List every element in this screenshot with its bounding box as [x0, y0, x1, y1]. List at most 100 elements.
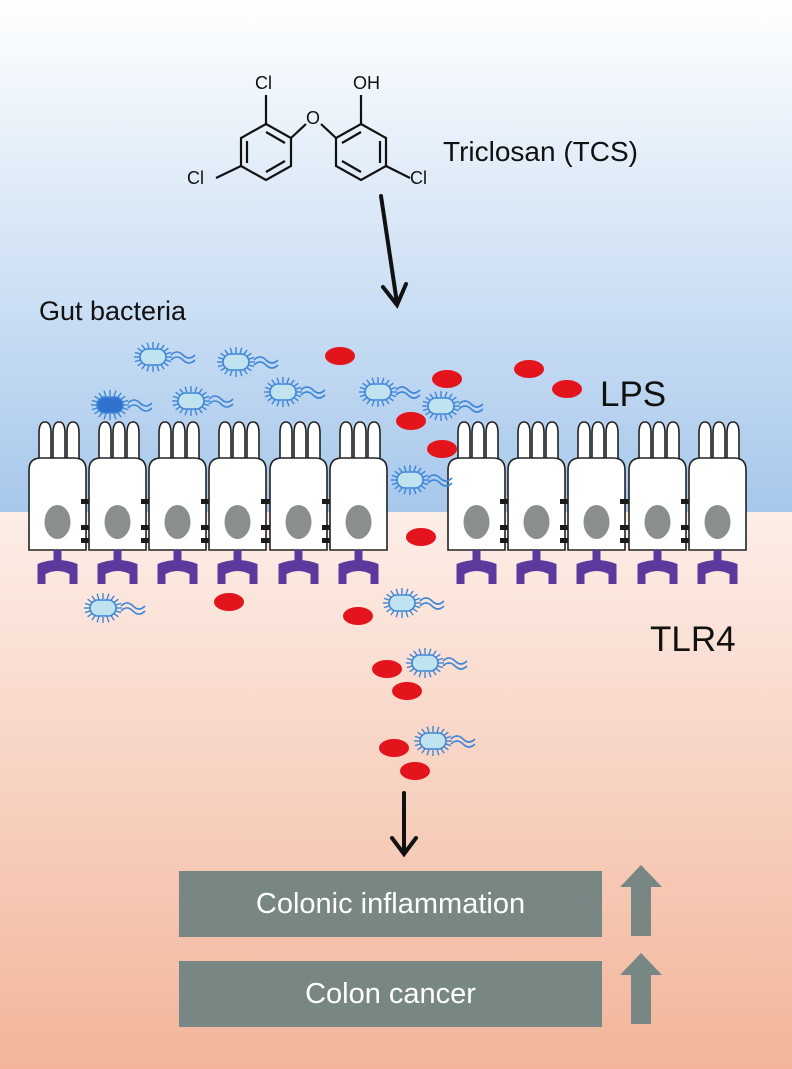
molecule-name: Triclosan (TCS) [443, 136, 638, 167]
tight-junction [81, 499, 94, 504]
tight-junction [141, 499, 154, 504]
atom-label-cl: Cl [187, 168, 204, 188]
tight-junction [681, 538, 694, 543]
lps-molecule [372, 660, 402, 678]
tlr4-receptor [576, 550, 617, 584]
tlr4-receptor [456, 550, 497, 584]
tight-junction [81, 538, 94, 543]
lps-molecule [396, 412, 426, 430]
tlr4-receptor [338, 550, 379, 584]
lps-molecule [432, 370, 462, 388]
atom-label-oh: OH [353, 73, 380, 93]
bacterium-icon [84, 593, 146, 623]
tight-junction [201, 538, 214, 543]
lps-molecule [552, 380, 582, 398]
bacterium-icon [414, 726, 476, 756]
epithelial-layer [28, 421, 747, 584]
epithelial-cell [88, 421, 154, 584]
atom-label-cl: Cl [410, 168, 427, 188]
bacterium-icon [406, 648, 468, 678]
nucleus [704, 505, 731, 539]
triclosan-structure [215, 95, 411, 182]
bacterium-icon [359, 377, 421, 407]
tight-junction [620, 499, 633, 504]
tight-junction [500, 538, 513, 543]
epithelial-cell [507, 421, 573, 584]
arrow-icon [379, 194, 408, 309]
epithelial-cell [28, 421, 94, 584]
tight-junction [681, 525, 694, 530]
tlr4-label: TLR4 [650, 620, 736, 659]
nucleus [345, 505, 372, 539]
tlr4-receptor [697, 550, 738, 584]
tlr4-receptor [217, 550, 258, 584]
tight-junction [560, 525, 573, 530]
tight-junction [201, 499, 214, 504]
lps-molecule [400, 762, 430, 780]
outcome-label: Colon cancer [305, 977, 476, 1010]
tlr4-receptor [637, 550, 678, 584]
tight-junction [141, 538, 154, 543]
epithelial-cell [329, 421, 388, 584]
tight-junction [322, 499, 335, 504]
arrow-icon [390, 791, 418, 858]
nucleus [44, 505, 71, 539]
epithelial-cell [628, 421, 694, 584]
lps-molecule [392, 682, 422, 700]
bacterium-icon [264, 377, 326, 407]
bacterium-icon [172, 386, 234, 416]
up-arrow-icon [620, 865, 662, 936]
tight-junction [620, 538, 633, 543]
nucleus [583, 505, 610, 539]
bacterium-icon [134, 342, 196, 372]
tight-junction [322, 538, 335, 543]
tight-junction [261, 499, 274, 504]
tlr4-receptor [97, 550, 138, 584]
lps-molecule [514, 360, 544, 378]
tight-junction [500, 499, 513, 504]
epithelial-cell [688, 421, 747, 584]
lps-molecule [325, 347, 355, 365]
gut-bacteria-group [84, 342, 484, 756]
tight-junction [560, 499, 573, 504]
tight-junction [560, 538, 573, 543]
nucleus [285, 505, 312, 539]
nucleus [104, 505, 131, 539]
tlr4-receptor [278, 550, 319, 584]
tight-junction [681, 499, 694, 504]
nucleus [523, 505, 550, 539]
tight-junction [322, 525, 335, 530]
nucleus [224, 505, 251, 539]
lps-group [214, 347, 582, 780]
bacterium-icon [383, 588, 445, 618]
tight-junction [500, 525, 513, 530]
tight-junction [201, 525, 214, 530]
epithelial-cell [208, 421, 274, 584]
lps-molecule [406, 528, 436, 546]
nucleus [463, 505, 490, 539]
epithelial-cell [269, 421, 335, 584]
bacterium-icon [91, 390, 153, 420]
tight-junction [620, 525, 633, 530]
outcome-box-cancer: Colon cancer [179, 961, 602, 1027]
tlr4-receptor [516, 550, 557, 584]
lps-molecule [214, 593, 244, 611]
tight-junction [81, 525, 94, 530]
lps-molecule [343, 607, 373, 625]
tight-junction [141, 525, 154, 530]
up-arrow-icon [620, 953, 662, 1024]
bacterium-icon [422, 391, 484, 421]
lps-molecule [427, 440, 457, 458]
outcome-label: Colonic inflammation [255, 887, 526, 920]
tlr4-receptor [37, 550, 78, 584]
lps-label: LPS [600, 375, 667, 414]
bacterium-icon [391, 465, 453, 495]
atom-label-o: O [306, 108, 321, 128]
gut-bacteria-label: Gut bacteria [39, 296, 187, 326]
tlr4-receptor [157, 550, 198, 584]
epithelial-cell [567, 421, 633, 584]
epithelial-cell [148, 421, 214, 584]
tight-junction [261, 538, 274, 543]
nucleus [164, 505, 191, 539]
